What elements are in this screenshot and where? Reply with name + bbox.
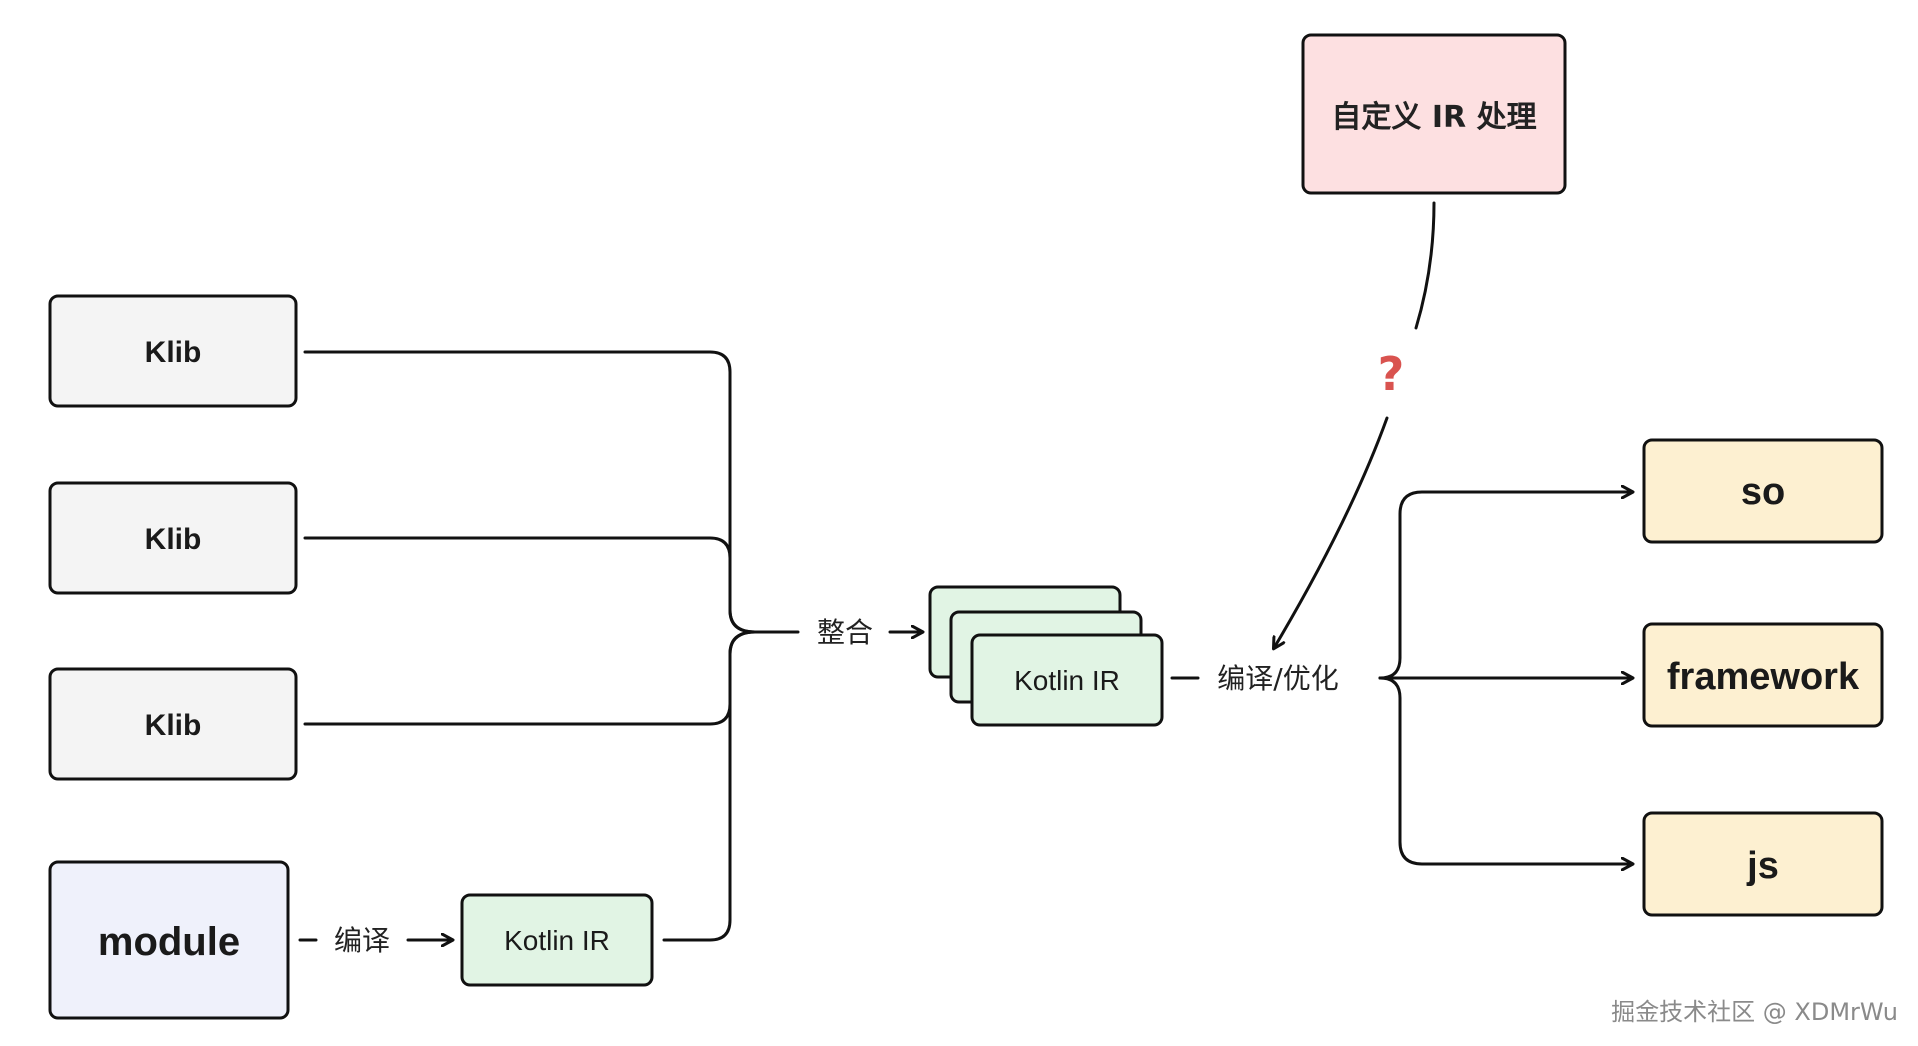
watermark: 掘金技术社区 @ XDMrWu (1611, 998, 1898, 1026)
compile-label: 编译 (334, 924, 390, 957)
custom-ir-label: 自定义 IR 处理 (1331, 100, 1536, 135)
connector-klib-3 (303, 630, 757, 726)
kotlin-ir-stack-label: Kotlin IR (1014, 665, 1120, 696)
connector-kotlin-ir-small (662, 630, 757, 942)
output-so-node: so (1642, 438, 1884, 544)
custom-ir-node: 自定义 IR 处理 (1301, 33, 1567, 195)
custom-ir-edge-lower (1274, 416, 1389, 648)
module-label: module (98, 920, 240, 964)
output-framework-label: framework (1667, 656, 1860, 698)
kotlin-ir-small-node: Kotlin IR (460, 893, 654, 987)
output-js-node: js (1642, 811, 1884, 917)
klib-node-3: Klib (48, 667, 298, 781)
connector-so (1378, 492, 1632, 680)
klib-label-2: Klib (145, 523, 202, 556)
klib-node-1: Klib (48, 294, 298, 408)
compile-optimize-label: 编译/优化 (1217, 662, 1338, 695)
connector-klib-1 (303, 350, 757, 634)
klib-label-1: Klib (145, 336, 202, 369)
output-so-label: so (1741, 471, 1785, 513)
kotlin-ir-stack-front (970, 633, 1164, 727)
kotlin-ir-small-label: Kotlin IR (504, 925, 610, 956)
connector-js (1378, 676, 1632, 864)
output-js-label: js (1746, 845, 1779, 887)
kotlin-ir-stack-node: Kotlin IR (928, 585, 1164, 727)
custom-ir-edge-upper (1414, 201, 1436, 330)
klib-label-3: Klib (145, 709, 202, 742)
connector-klib-2 (303, 536, 757, 634)
output-framework-node: framework (1642, 622, 1884, 728)
question-mark: ? (1378, 347, 1405, 401)
merge-label: 整合 (817, 616, 873, 649)
klib-node-2: Klib (48, 481, 298, 595)
module-node: module (48, 860, 290, 1020)
